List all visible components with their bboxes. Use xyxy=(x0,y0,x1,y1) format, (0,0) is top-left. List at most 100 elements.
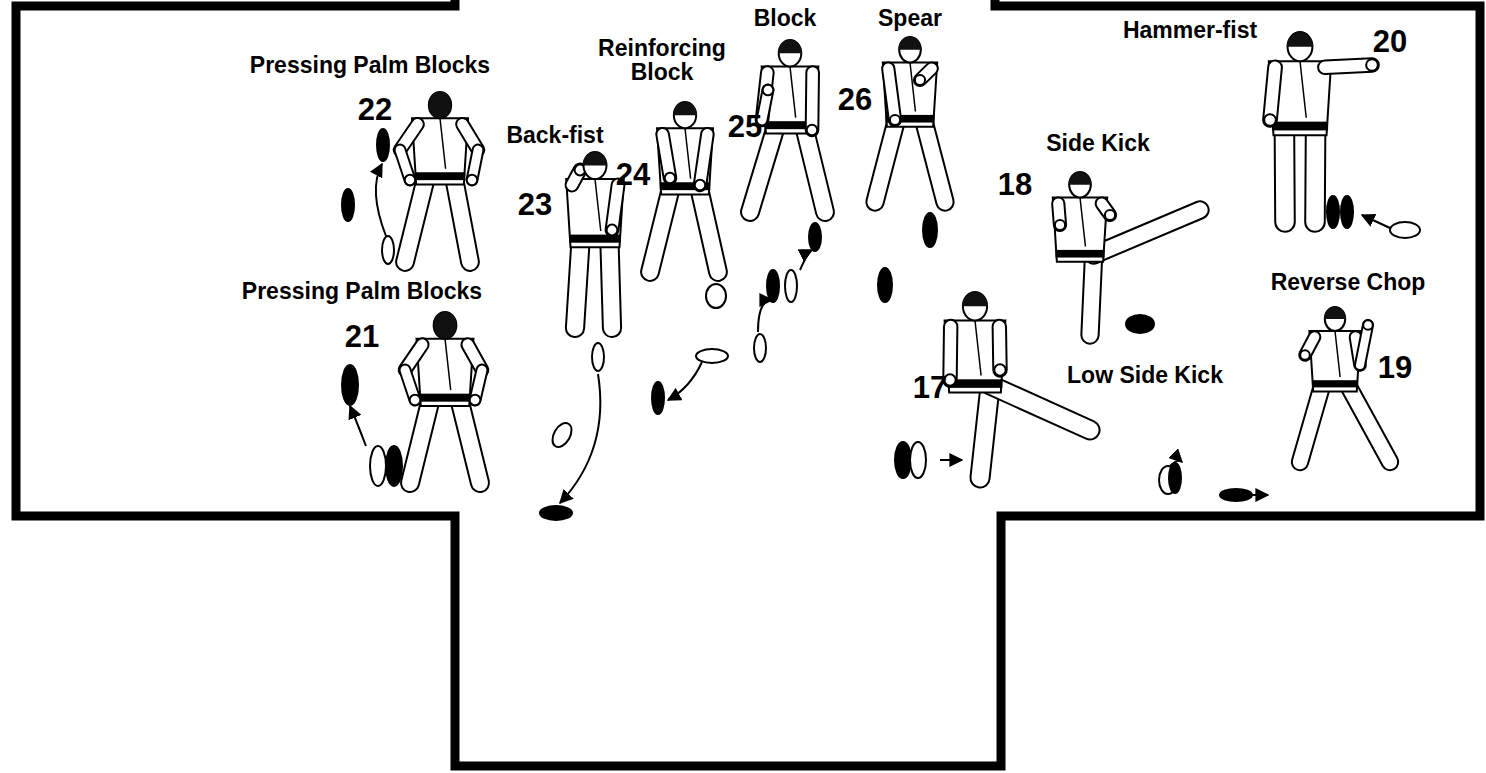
technique-name: Hammer-fist xyxy=(1123,18,1257,42)
head xyxy=(1069,172,1091,198)
footprint xyxy=(1169,463,1181,493)
limb xyxy=(575,240,581,328)
gi-lapel xyxy=(685,128,691,179)
limb xyxy=(1325,65,1372,67)
fist xyxy=(994,364,1005,375)
gi-jacket xyxy=(883,63,937,127)
movement-arrow xyxy=(376,164,386,236)
limb-outline xyxy=(663,134,670,178)
hair xyxy=(1324,307,1346,319)
footprint xyxy=(592,343,604,371)
technique-name: Spear xyxy=(878,6,942,30)
fist xyxy=(1264,114,1276,126)
callout-number: 18 xyxy=(998,169,1032,202)
gi-jacket xyxy=(762,67,819,134)
gi-lapel xyxy=(1335,331,1340,377)
limb-outline xyxy=(1304,128,1326,223)
technique-name: Back-fist xyxy=(506,123,603,147)
limb-outline xyxy=(700,134,707,185)
floor-outline xyxy=(16,0,1480,766)
fist xyxy=(1300,350,1310,360)
limb-outline xyxy=(459,399,480,483)
limb-outline xyxy=(612,185,618,230)
head xyxy=(429,92,451,118)
limb-outline xyxy=(410,399,431,483)
limb-outline xyxy=(980,385,990,478)
gi-lapel xyxy=(445,339,451,390)
footprint xyxy=(370,446,386,486)
limb xyxy=(924,120,945,202)
head xyxy=(674,102,696,128)
hair xyxy=(1069,172,1092,185)
limb xyxy=(405,178,426,263)
movement-arrow xyxy=(350,406,366,446)
footprint xyxy=(540,506,572,520)
limb xyxy=(1090,255,1094,335)
gi-jacket xyxy=(657,128,713,194)
footprint xyxy=(377,129,389,161)
fist xyxy=(915,75,925,85)
footprint xyxy=(342,365,358,405)
karateka-figure xyxy=(1300,307,1390,462)
gi-lapel xyxy=(1300,61,1306,118)
limb xyxy=(609,240,612,328)
footprint xyxy=(696,349,728,363)
limb xyxy=(1094,210,1200,255)
limb-outline xyxy=(990,385,1090,430)
limb xyxy=(980,385,990,478)
limb xyxy=(807,73,818,130)
karateka-figure xyxy=(875,37,945,202)
movement-arrow xyxy=(1252,494,1268,496)
footprint xyxy=(1341,196,1353,228)
limb-outline xyxy=(454,178,470,263)
limb-outline xyxy=(924,120,945,202)
limb xyxy=(700,134,707,185)
head xyxy=(1288,32,1313,61)
fist xyxy=(1055,220,1065,230)
black-belt xyxy=(419,394,470,402)
technique-name: Low Side Kick xyxy=(1067,363,1223,387)
limb xyxy=(804,127,825,213)
limb-outline xyxy=(405,178,426,263)
footprint xyxy=(382,236,394,264)
technique-name: Pressing Palm Blocks xyxy=(250,53,490,77)
head xyxy=(779,40,802,67)
gi-lapel xyxy=(595,179,601,231)
limb-outline xyxy=(575,240,581,328)
fist xyxy=(405,175,416,186)
limb-outline xyxy=(1300,385,1322,462)
fist xyxy=(470,395,481,406)
limb-outline xyxy=(650,188,671,273)
footprints xyxy=(342,129,1420,520)
fist xyxy=(1366,59,1378,71)
limb xyxy=(410,399,431,483)
footprint xyxy=(1327,196,1339,228)
movement-arrow xyxy=(668,362,702,400)
head xyxy=(899,37,921,63)
callout-number: 24 xyxy=(616,159,650,192)
movement-arrow xyxy=(758,300,772,332)
hair xyxy=(899,37,922,50)
fist xyxy=(467,175,478,186)
callout-number: 19 xyxy=(1378,352,1412,385)
movement-arrow xyxy=(1362,215,1390,228)
limb-outline xyxy=(1360,325,1368,365)
fist xyxy=(607,225,618,236)
limb-outline xyxy=(804,127,825,213)
limb-outline xyxy=(888,69,895,121)
fist xyxy=(1105,210,1115,220)
limb-outline xyxy=(1325,65,1372,67)
hair xyxy=(962,292,988,306)
hair xyxy=(778,40,802,53)
footprint xyxy=(1220,489,1252,501)
fist xyxy=(1363,320,1373,330)
limb-outline xyxy=(1094,210,1200,255)
technique-name: Pressing Palm Blocks xyxy=(242,279,482,303)
limb xyxy=(1348,385,1390,462)
limb xyxy=(612,185,618,230)
callout-number: 17 xyxy=(913,372,947,405)
limb xyxy=(650,188,671,273)
karateka-figure xyxy=(1053,172,1200,335)
limb xyxy=(454,178,470,263)
footprint xyxy=(923,213,937,247)
